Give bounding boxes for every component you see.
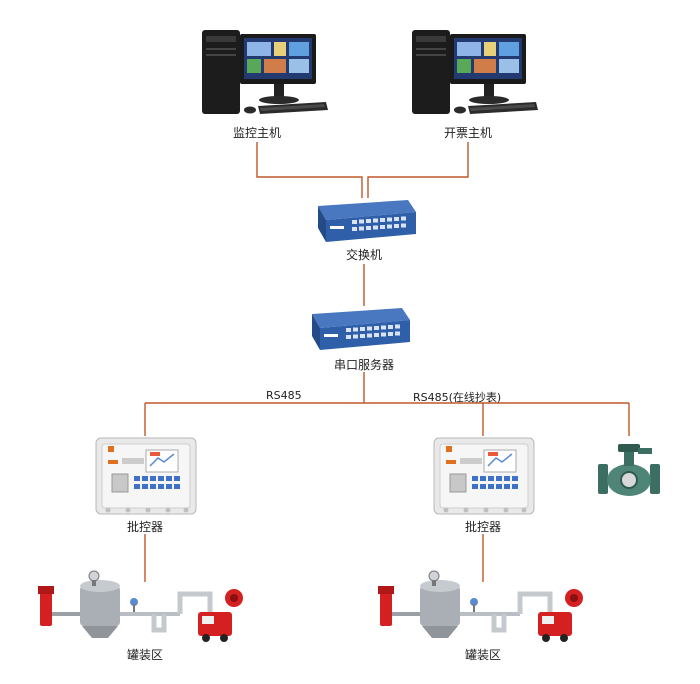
desktop-computer-icon <box>412 30 538 114</box>
flow-meter-valve-icon <box>598 444 660 496</box>
line-ticket-to-switch <box>367 142 469 198</box>
loading-area-equipment-icon <box>378 570 583 642</box>
rs485-label-right: RS485(在线抄表) <box>413 391 502 404</box>
batch-controller-right-label: 批控器 <box>464 520 502 534</box>
monitor-host-label: 监控主机 <box>232 126 282 140</box>
loading-area-right-label: 罐装区 <box>464 648 502 662</box>
desktop-computer-icon <box>202 30 328 114</box>
serial-server-label: 串口服务器 <box>333 358 395 372</box>
batch-controller-left-label: 批控器 <box>126 520 164 534</box>
ticket-host-label: 开票主机 <box>443 126 493 140</box>
line-monitor-to-switch <box>256 142 363 198</box>
network-switch-icon <box>318 200 416 242</box>
serial-server-icon <box>312 308 410 350</box>
rs485-label-left: RS485 <box>266 389 302 402</box>
switch-label: 交换机 <box>345 248 383 262</box>
loading-area-equipment-icon <box>38 570 243 642</box>
batch-controller-icon <box>95 437 197 515</box>
batch-controller-icon <box>433 437 535 515</box>
loading-area-left-label: 罐装区 <box>126 648 164 662</box>
